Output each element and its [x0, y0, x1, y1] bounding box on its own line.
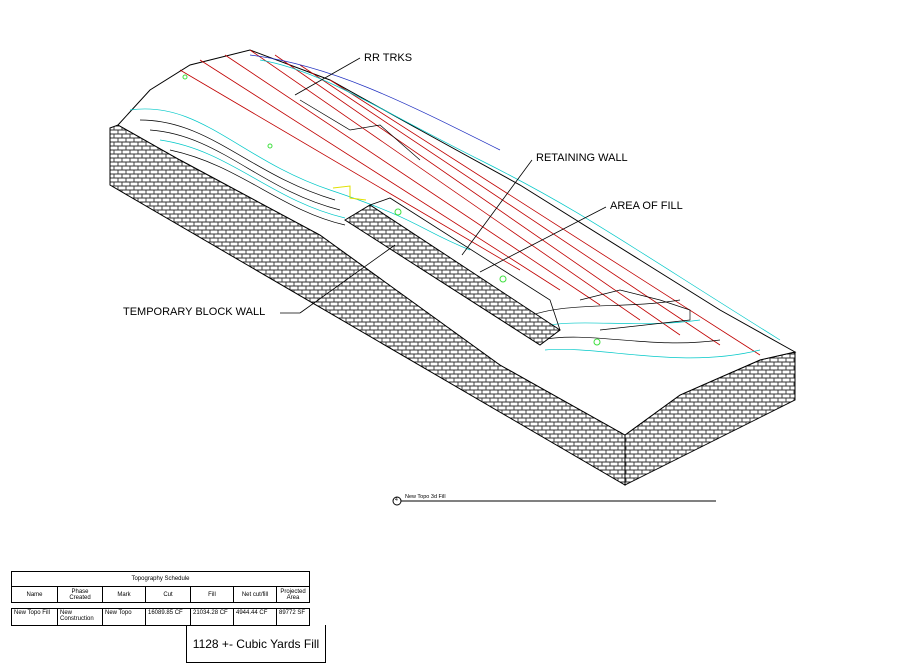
markers: [182, 74, 601, 346]
col-fill: Fill: [190, 586, 234, 603]
terrain-top-surface: [117, 49, 797, 436]
view-number: 4: [395, 497, 398, 503]
cell-mark: New Topo: [102, 608, 146, 626]
topography-schedule-body: New Topo Fill New Construction New Topo …: [11, 608, 310, 626]
label-area-of-fill: AREA OF FILL: [610, 200, 683, 212]
view-title: New Topo 3d Fill: [405, 494, 446, 500]
contour-lines: [129, 54, 781, 359]
topography-schedule-header: Topography Schedule Name Phase Created M…: [11, 571, 310, 603]
fill-volume-callout: 1128 +- Cubic Yards Fill: [186, 625, 326, 663]
cell-net: 4944.44 CF: [233, 608, 277, 626]
col-area: Projected Area: [276, 586, 310, 603]
col-phase: Phase Created: [57, 586, 103, 603]
fill-area-outline: [369, 197, 561, 331]
col-mark: Mark: [102, 586, 146, 603]
cell-name: New Topo Fill: [11, 608, 58, 626]
col-name: Name: [11, 586, 58, 603]
cell-fill: 21034.28 CF: [190, 608, 234, 626]
cell-area: 89772 SF: [276, 608, 310, 626]
schedule-title: Topography Schedule: [11, 571, 310, 587]
leader-lines: [280, 57, 607, 314]
label-rr-trks: RR TRKS: [364, 52, 413, 64]
label-retaining-wall: RETAINING WALL: [536, 152, 628, 164]
label-temporary-block-wall: TEMPORARY BLOCK WALL: [123, 306, 266, 318]
col-net: Net cut/fill: [233, 586, 277, 603]
col-cut: Cut: [145, 586, 191, 603]
cell-cut: 16089.85 CF: [145, 608, 191, 626]
table-row: New Topo Fill New Construction New Topo …: [11, 608, 310, 626]
cell-phase: New Construction: [57, 608, 103, 626]
